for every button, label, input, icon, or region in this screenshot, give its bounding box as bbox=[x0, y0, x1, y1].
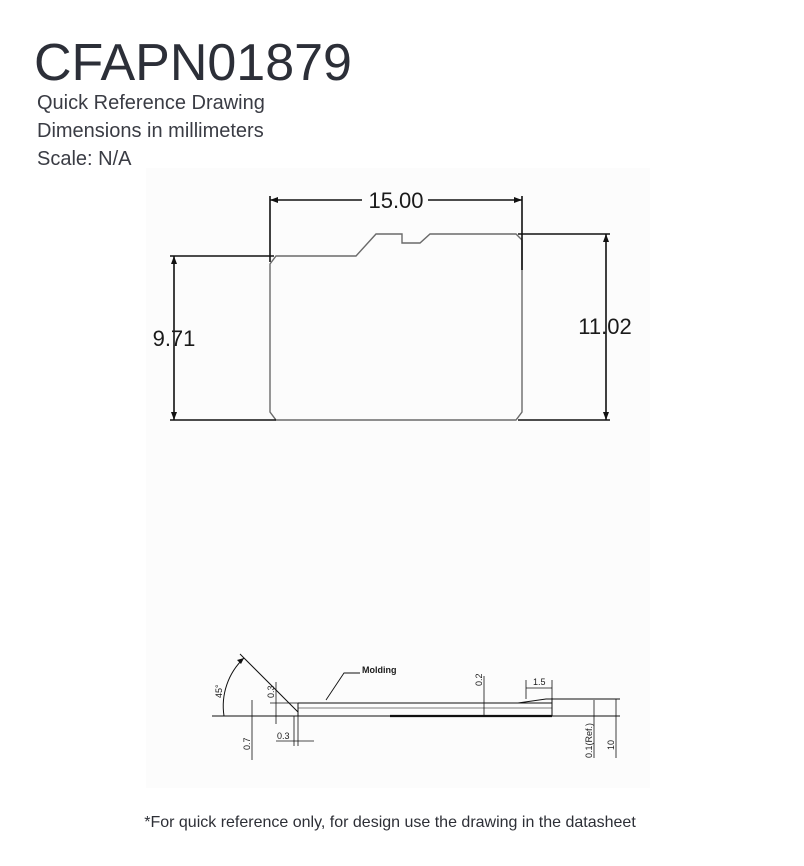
right-height-dim-text: 11.02 bbox=[578, 314, 631, 339]
edge-height-dim-text: 0.7 bbox=[242, 737, 252, 750]
ref-dim-text: 0.1(Ref.) bbox=[584, 723, 594, 758]
molding-leader bbox=[325, 672, 360, 701]
chamfer-height-dim-text: 0.3 bbox=[266, 685, 276, 698]
step-dim-text: 0.2 bbox=[474, 673, 484, 686]
angle-dim-text: 45° bbox=[214, 684, 224, 698]
left-height-dim-text: 9.71 bbox=[153, 326, 196, 351]
width-dim-text: 15.00 bbox=[368, 188, 423, 213]
part-number-title: CFAPN01879 bbox=[34, 34, 352, 92]
drawing-sheet bbox=[146, 168, 650, 788]
footer-note: *For quick reference only, for design us… bbox=[144, 814, 636, 831]
thickness-dim-text: 10 bbox=[606, 740, 616, 750]
card-outline bbox=[269, 233, 523, 421]
profile-step bbox=[517, 698, 552, 704]
angle-arc bbox=[222, 657, 245, 717]
chamfer-angle-line bbox=[239, 653, 299, 713]
subtitle-drawing-type: Quick Reference Drawing bbox=[37, 92, 265, 114]
angle-arrow bbox=[237, 658, 244, 664]
subtitle-scale: Scale: N/A bbox=[37, 148, 132, 170]
chamfer-width-dim-text: 0.3 bbox=[277, 731, 290, 741]
side-view bbox=[212, 653, 620, 760]
top-view: 15.00 9.71 11.02 bbox=[153, 188, 632, 421]
step-length-dim-text: 1.5 bbox=[533, 677, 546, 687]
molding-label: Molding bbox=[362, 665, 397, 675]
subtitle-units: Dimensions in millimeters bbox=[37, 120, 264, 142]
